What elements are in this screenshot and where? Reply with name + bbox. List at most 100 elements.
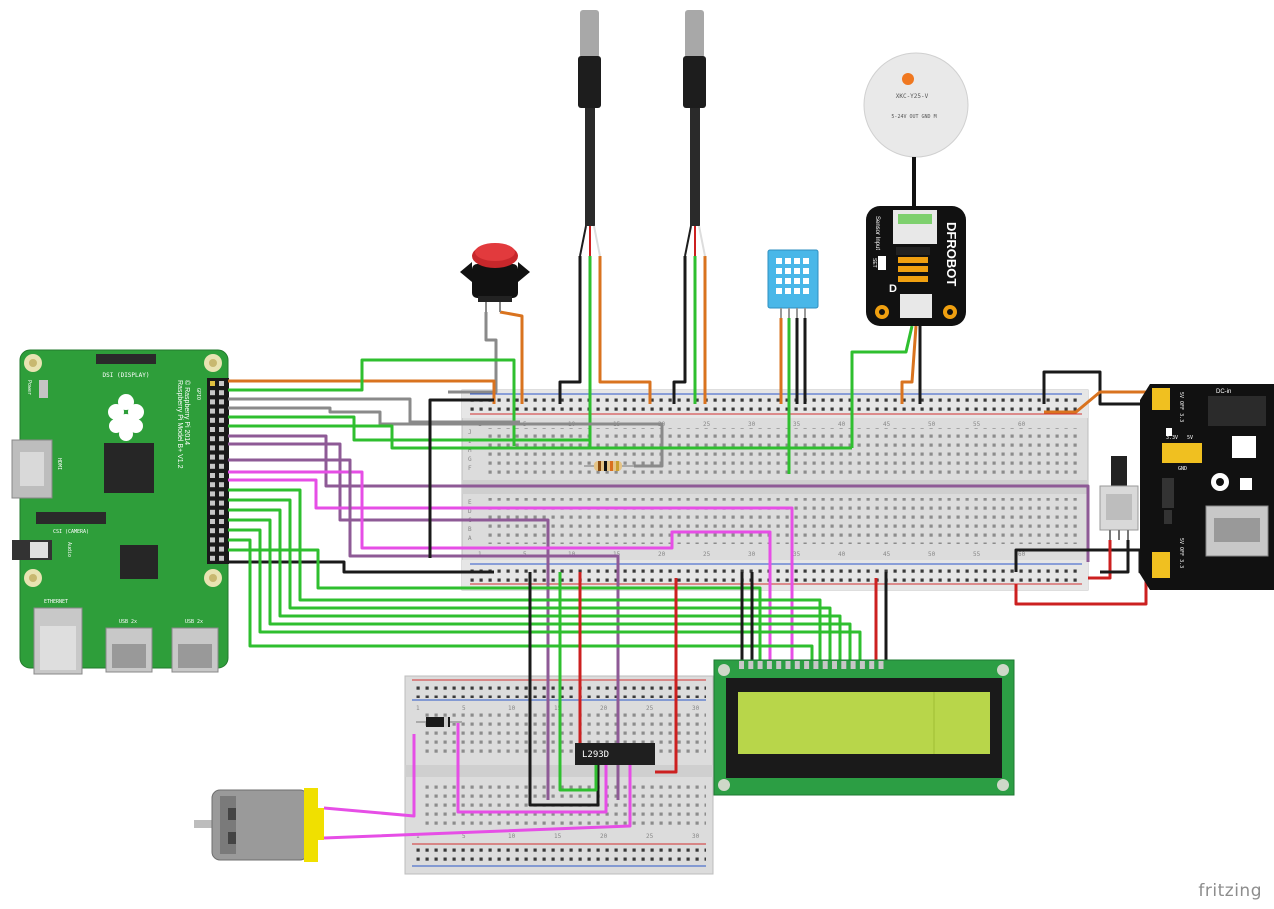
gpio-pin — [210, 427, 215, 432]
main-bb-row-letter: G — [468, 456, 472, 463]
diode-wire — [456, 722, 608, 814]
small-bb-col-number: 5 — [462, 705, 466, 712]
main-bb-row-letter: F — [468, 465, 472, 472]
lcd-pin — [832, 661, 837, 669]
small-bb-col-number: 10 — [508, 833, 516, 840]
level-sensor-model: XKC-Y25-V — [896, 93, 929, 100]
psu-vcc-bottom — [1014, 578, 1148, 606]
gpio-pin — [219, 463, 224, 469]
lcd-pin — [794, 661, 800, 669]
gpio-pin — [210, 519, 215, 524]
pi-gnd-rail — [428, 398, 494, 558]
sensor-input-label: Sensor Input — [874, 216, 880, 250]
bottom-jumper-label: 5V OFF 3.3 — [1178, 538, 1184, 568]
gpio-pin — [210, 528, 215, 534]
gpio-pin — [219, 390, 224, 396]
gpio-pin — [210, 491, 215, 497]
soc-chip — [104, 443, 154, 493]
temperature-probe-1 — [578, 10, 601, 257]
small-bb-col-number: 25 — [646, 705, 654, 712]
pi-magenta-wire-1 — [228, 470, 772, 660]
lcd-pin — [822, 661, 828, 669]
potentiometer — [1099, 456, 1139, 540]
gpio-pin — [219, 555, 224, 561]
level-sensor-pins: 5-24V OUT GND M — [891, 114, 936, 120]
pi-model-label: Raspberry Pi Model B+ V1.2 — [176, 380, 183, 469]
wires — [228, 256, 1152, 840]
driver-vcc2-wire — [655, 578, 678, 774]
main-bb-row-letter: B — [468, 526, 472, 533]
lcd-pin — [748, 661, 754, 669]
ethernet-label: ETHERNET — [44, 599, 68, 605]
gpio-pin — [219, 528, 224, 534]
dfrobot-brand: DFROBOT — [944, 222, 959, 286]
l293d-label: L293D — [582, 750, 609, 760]
lcd-data-5 — [228, 528, 862, 660]
gpio-pin — [219, 482, 224, 488]
gpio-pin — [219, 473, 224, 478]
gpio-pin — [219, 399, 224, 405]
gpio-pin — [210, 390, 215, 396]
gpio-header — [207, 378, 229, 564]
gpio-pin — [210, 555, 215, 561]
raspberry-pi-board: DSI (DISPLAY) Raspberry Pi Model B+ V1.2… — [11, 349, 229, 675]
dc-in-label: DC-in — [1216, 389, 1231, 395]
dsi-label: DSI (DISPLAY) — [103, 372, 150, 379]
pi-gpio-wire-2 — [228, 397, 520, 424]
csi-connector — [36, 512, 106, 524]
gpio-pin — [219, 454, 224, 460]
resistor — [584, 461, 634, 471]
button-wire-2 — [499, 310, 524, 404]
gpio-pin — [210, 482, 215, 488]
lcd-pin — [766, 661, 772, 669]
fritzing-watermark: fritzing — [1198, 881, 1262, 901]
lan-chip — [120, 545, 158, 579]
small-bb-col-number: 5 — [462, 833, 466, 840]
gpio-pin — [210, 417, 215, 423]
lcd-data-6 — [228, 538, 814, 660]
probe1-gnd-wire — [558, 256, 582, 404]
pi-gpio-wire-4 — [228, 424, 852, 450]
lcd-pin — [869, 661, 875, 669]
gpio-pin — [219, 408, 224, 414]
lcd-pin — [878, 661, 884, 669]
pi-magenta-wire-2 — [228, 478, 794, 660]
pi-purple-wire-3 — [228, 458, 620, 800]
motor-wire-1 — [323, 734, 416, 818]
main-bb-col-number: 30 — [748, 551, 756, 558]
main-bb-col-number: 45 — [883, 421, 891, 428]
lcd-16x2 — [713, 659, 1015, 796]
small-bb-col-number: 30 — [692, 705, 700, 712]
small-bb-col-number: 30 — [692, 833, 700, 840]
gpio-pin — [219, 381, 224, 386]
gpio-pin — [210, 399, 215, 405]
lcd-pin — [859, 661, 865, 669]
gpio-pin — [210, 509, 215, 515]
mid-5v-label: 5V — [1187, 435, 1193, 441]
main-bb-col-number: 25 — [703, 551, 711, 558]
probe1-vcc-wire — [598, 256, 652, 404]
gpio-pin — [210, 445, 215, 451]
pi-grey-wire — [228, 406, 664, 468]
main-bb-col-number: 35 — [793, 421, 801, 428]
main-bb-col-number: 40 — [838, 551, 846, 558]
main-bb-row-letter: E — [468, 499, 472, 506]
lcd-pin — [739, 661, 744, 669]
usb-label-1: USB 2x — [119, 619, 137, 625]
level-vcc-wire — [900, 325, 918, 404]
dsi-connector — [96, 354, 156, 364]
small-bb-col-number: 20 — [600, 833, 608, 840]
main-breadboard: 1155101015152020252530303535404045455050… — [461, 389, 1089, 591]
main-bb-row-letter: D — [468, 508, 472, 515]
main-bb-row-letter: H — [468, 447, 472, 454]
power-connector — [39, 380, 48, 398]
pi-gpio-wire-3 — [228, 415, 590, 442]
pot-vcc — [1088, 540, 1112, 580]
lcd-pin — [850, 661, 856, 669]
gpio-pin — [210, 473, 215, 478]
main-bb-row-letter: J — [468, 429, 472, 436]
power-label: Power — [26, 380, 32, 395]
lcd-pin — [776, 661, 782, 669]
lcd-pin — [757, 661, 763, 669]
